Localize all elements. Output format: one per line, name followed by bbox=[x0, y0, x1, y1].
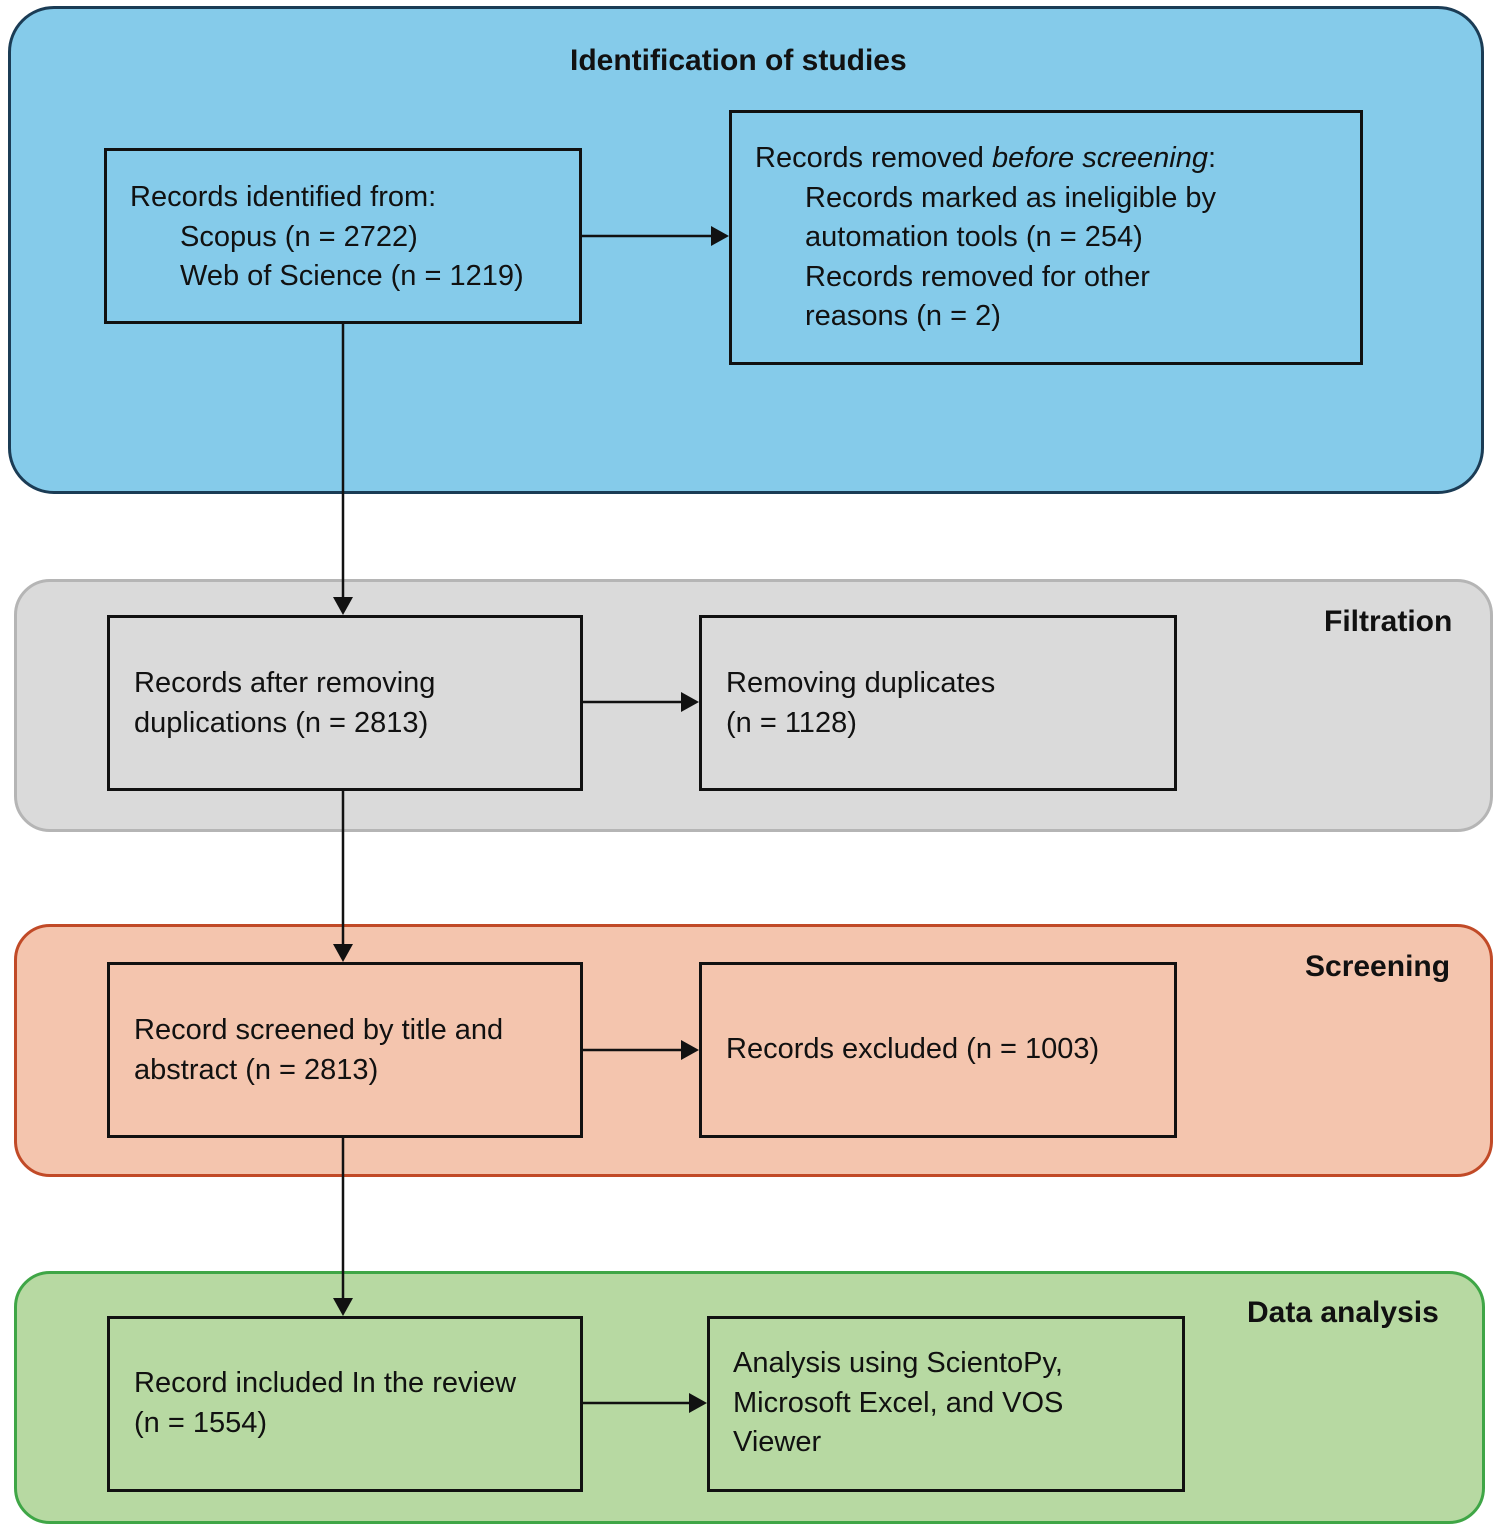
records-removed-heading: Records removed before screening: bbox=[755, 139, 1216, 179]
records-after-dedup-box bbox=[107, 615, 583, 791]
records-after-dedup-text: Records after removing duplications (n =… bbox=[134, 664, 435, 743]
records-removed-heading-b: before screening bbox=[991, 142, 1208, 174]
arrowhead-right-1 bbox=[711, 226, 729, 246]
removing-duplicates-box bbox=[699, 615, 1177, 791]
arrowhead-right-2 bbox=[681, 692, 699, 712]
records-after-dedup-line1: Records after removing bbox=[134, 667, 436, 699]
records-removed-line1: Records marked as ineligible by bbox=[805, 181, 1217, 214]
records-screened-line1: Record screened by title and bbox=[134, 1014, 504, 1046]
records-removed-text: Records removed before screening: Record… bbox=[755, 139, 1216, 337]
records-included-line1: Record included In the review bbox=[134, 1367, 517, 1399]
analysis-tools-box bbox=[707, 1316, 1185, 1492]
records-screened-text: Record screened by title and abstract (n… bbox=[134, 1011, 503, 1090]
records-removed-line4: reasons (n = 2) bbox=[805, 300, 1001, 332]
records-removed-line3: Records removed for other bbox=[805, 260, 1150, 293]
screening-panel bbox=[14, 924, 1493, 1177]
removing-duplicates-line1: Removing duplicates bbox=[726, 667, 996, 699]
records-after-dedup-line2: duplications (n = 2813) bbox=[134, 706, 429, 739]
scopus-count: Scopus (n = 2722) bbox=[180, 220, 418, 253]
removing-duplicates-text: Removing duplicates (n = 1128) bbox=[726, 664, 995, 743]
arrowhead-right-3 bbox=[681, 1040, 699, 1060]
arrowhead-down-3 bbox=[333, 1298, 353, 1316]
data-analysis-title: Data analysis bbox=[1247, 1296, 1439, 1329]
records-identified-box bbox=[104, 148, 582, 324]
records-screened-box bbox=[107, 962, 583, 1138]
identification-panel bbox=[8, 6, 1484, 494]
wos-count: Web of Science (n = 1219) bbox=[180, 260, 524, 292]
records-excluded-box bbox=[699, 962, 1177, 1138]
analysis-tools-line3: Viewer bbox=[733, 1426, 822, 1458]
arrowhead-down-1 bbox=[333, 597, 353, 615]
records-included-box bbox=[107, 1316, 583, 1492]
records-removed-line2: automation tools (n = 254) bbox=[805, 221, 1143, 253]
analysis-tools-text: Analysis using ScientoPy, Microsoft Exce… bbox=[733, 1344, 1063, 1463]
arrowhead-right-4 bbox=[689, 1393, 707, 1413]
records-removed-box bbox=[729, 110, 1363, 365]
records-included-text: Record included In the review (n = 1554) bbox=[134, 1364, 516, 1443]
records-removed-heading-a: Records removed bbox=[755, 142, 992, 174]
records-excluded-line1: Records excluded (n = 1003) bbox=[726, 1033, 1100, 1065]
records-identified-text: Records identified from: Scopus (n = 272… bbox=[130, 178, 524, 297]
removing-duplicates-line2: (n = 1128) bbox=[726, 706, 857, 739]
analysis-tools-line2: Microsoft Excel, and VOS bbox=[733, 1386, 1064, 1419]
identification-title: Identification of studies bbox=[570, 44, 907, 77]
screening-title: Screening bbox=[1305, 950, 1451, 983]
data-analysis-panel bbox=[14, 1271, 1485, 1524]
records-included-line2: (n = 1554) bbox=[134, 1406, 268, 1439]
analysis-tools-line1: Analysis using ScientoPy, bbox=[733, 1347, 1063, 1379]
records-excluded-text: Records excluded (n = 1003) bbox=[726, 1030, 1099, 1070]
filtration-title: Filtration bbox=[1324, 605, 1453, 638]
records-identified-heading: Records identified from: bbox=[130, 181, 437, 213]
records-screened-line2: abstract (n = 2813) bbox=[134, 1053, 379, 1086]
arrowhead-down-2 bbox=[333, 944, 353, 962]
records-removed-heading-c: : bbox=[1207, 142, 1217, 174]
